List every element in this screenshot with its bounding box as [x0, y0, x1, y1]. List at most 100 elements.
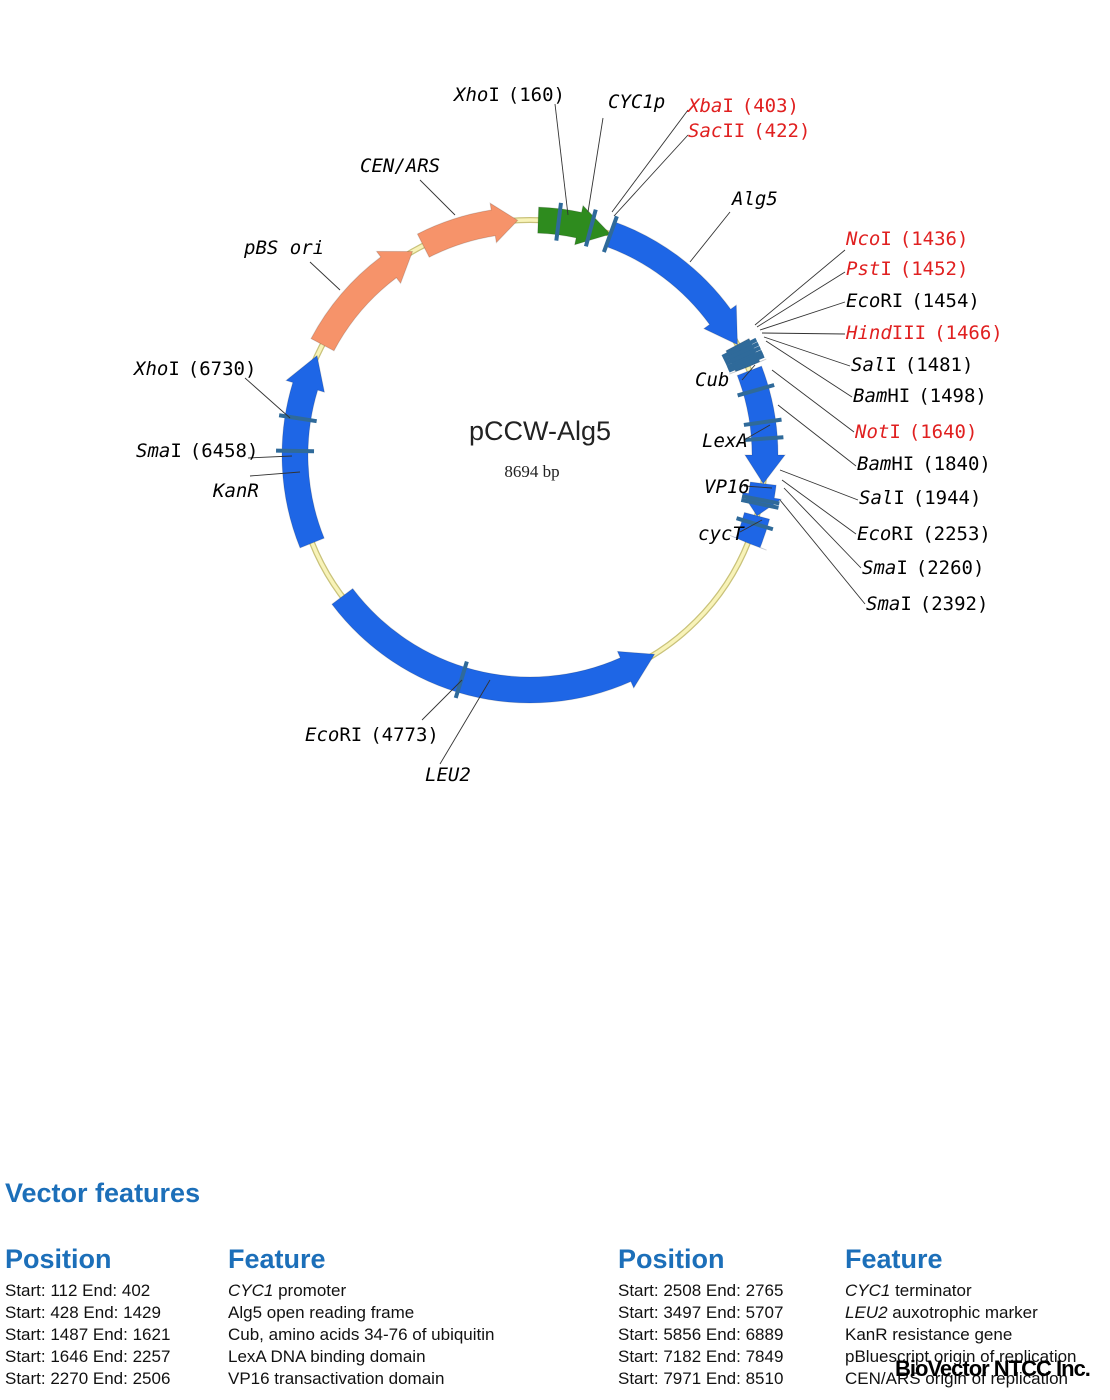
leader-line	[761, 332, 846, 335]
leader-line	[754, 249, 846, 326]
feature-cell: CYC1 terminator	[845, 1281, 972, 1300]
label-kanr: KanR	[212, 480, 259, 502]
site-label: HindIII(1466)	[845, 322, 1003, 344]
positions-left: Start: 112 End: 402 Start: 428 End: 1429…	[5, 1280, 170, 1390]
leader-line	[554, 103, 569, 216]
features-left: CYC1 promoter Alg5 open reading frame Cu…	[228, 1280, 495, 1390]
site-label: XhoI(160)	[452, 84, 565, 106]
leader-line	[741, 364, 756, 381]
feature-cell: pBluescript origin of replication	[845, 1347, 1077, 1366]
leader-line	[781, 479, 857, 535]
label-cyc1p: CYC1p	[608, 91, 665, 113]
leader-line	[783, 487, 862, 569]
site-label: SmaI(2260)	[862, 557, 984, 579]
label-alg5: Alg5	[731, 188, 778, 210]
company-footer: BioVector NTCC Inc.	[895, 1356, 1091, 1381]
position-cell: Start: 1646 End: 2257	[5, 1347, 171, 1366]
leader-line	[743, 424, 771, 441]
label-cyct: cycT	[698, 523, 745, 545]
label-vp16: VP16	[704, 476, 750, 498]
feature-cell: CEN/ARS origin of replication	[845, 1369, 1068, 1388]
leader-lines	[244, 103, 866, 765]
alg5-orf-arrow	[605, 221, 739, 346]
position-cell: Start: 7182 End: 7849	[618, 1347, 784, 1366]
site-tick	[278, 413, 317, 424]
site-tick	[583, 209, 598, 247]
site-tick	[740, 497, 779, 510]
site-tick	[723, 341, 760, 363]
feature-cell: CYC1 promoter	[228, 1281, 347, 1300]
feature-cell: KanR resistance gene	[845, 1325, 1013, 1344]
plasmid-size: 8694 bp	[504, 462, 559, 481]
feature-header-right: Feature	[845, 1244, 943, 1274]
leader-line	[249, 471, 301, 477]
position-cell: Start: 1487 End: 1621	[5, 1325, 171, 1344]
feature-cell: Alg5 open reading frame	[228, 1303, 415, 1322]
features-right: CYC1 terminator LEU2 auxotrophic marker …	[845, 1280, 1077, 1390]
leader-line	[759, 301, 846, 331]
position-header-right: Position	[618, 1244, 725, 1274]
leader-line	[309, 261, 341, 291]
position-cell: Start: 3497 End: 5707	[618, 1303, 784, 1322]
feature-cell: LEU2 auxotrophic marker	[845, 1303, 1038, 1322]
site-label: EcoRI(4773)	[305, 724, 439, 746]
cen-ars-arrow	[416, 202, 519, 258]
leader-line	[421, 679, 463, 721]
site-label: NcoI(1436)	[845, 228, 968, 250]
site-label: XhoI(6730)	[132, 358, 256, 380]
site-ticks	[276, 202, 784, 699]
site-label: SmaI(2392)	[866, 593, 988, 615]
leader-line	[611, 109, 689, 213]
site-tick	[453, 660, 469, 699]
feature-cell: Cub, amino acids 34-76 of ubiquitin	[228, 1325, 495, 1344]
site-tick	[601, 215, 619, 253]
position-cell: Start: 2270 End: 2506	[5, 1369, 171, 1388]
position-cell: Start: 5856 End: 6889	[618, 1325, 784, 1344]
site-tick	[737, 383, 775, 398]
site-tick	[743, 417, 782, 427]
leader-line	[779, 499, 866, 605]
leu2-marker-arrow	[331, 587, 656, 704]
leader-line	[743, 485, 773, 489]
site-label: SmaI(6458)	[136, 440, 258, 462]
leader-line	[613, 134, 689, 217]
leader-line	[779, 469, 859, 501]
feature-header-left: Feature	[228, 1244, 326, 1274]
cyc1-promoter-arrow	[537, 204, 612, 246]
leader-line	[771, 369, 855, 433]
feature-arcs	[281, 202, 787, 704]
label-lexa: LexA	[702, 430, 748, 452]
site-tick	[745, 435, 784, 442]
label-pbs-ori: pBS ori	[243, 237, 324, 259]
leader-line	[777, 404, 857, 467]
position-cell: Start: 7971 End: 8510	[618, 1369, 784, 1388]
site-label: SacII(422)	[688, 120, 810, 142]
leader-line	[247, 455, 293, 459]
pbs-ori-arrow	[310, 250, 414, 352]
site-label: PstI(1452)	[846, 258, 968, 280]
leader-line	[244, 377, 291, 419]
plasmid-map: pCCW-Alg5 8694 bp CEN/ARS pBS ori CYC1p …	[132, 84, 1003, 786]
site-label: BamHI(1840)	[857, 453, 991, 475]
site-label: BamHI(1498)	[853, 385, 987, 407]
position-header-left: Position	[5, 1244, 112, 1274]
leader-line	[765, 340, 853, 398]
leader-line	[739, 519, 763, 533]
feature-cell: VP16 transactivation domain	[228, 1369, 445, 1388]
site-label: SalI(1944)	[859, 487, 981, 509]
site-tick	[741, 494, 780, 506]
site-tick	[554, 202, 563, 241]
position-cell: Start: 428 End: 1429	[5, 1303, 161, 1322]
position-cell: Start: 2508 End: 2765	[618, 1281, 784, 1300]
leader-line	[763, 336, 851, 367]
restriction-site-labels: XhoI(160) XbaI(403) SacII(422) NcoI(1436…	[132, 84, 1003, 746]
site-label: NotI(1640)	[854, 421, 977, 443]
label-leu2: LEU2	[425, 764, 471, 786]
plasmid-name: pCCW-Alg5	[469, 416, 611, 446]
site-tick	[728, 353, 765, 373]
leader-line	[587, 117, 604, 213]
positions-right: Start: 2508 End: 2765 Start: 3497 End: 5…	[618, 1280, 783, 1390]
leader-line	[419, 179, 456, 216]
site-label: EcoRI(1454)	[846, 290, 980, 312]
site-label: XbaI(403)	[686, 95, 799, 117]
